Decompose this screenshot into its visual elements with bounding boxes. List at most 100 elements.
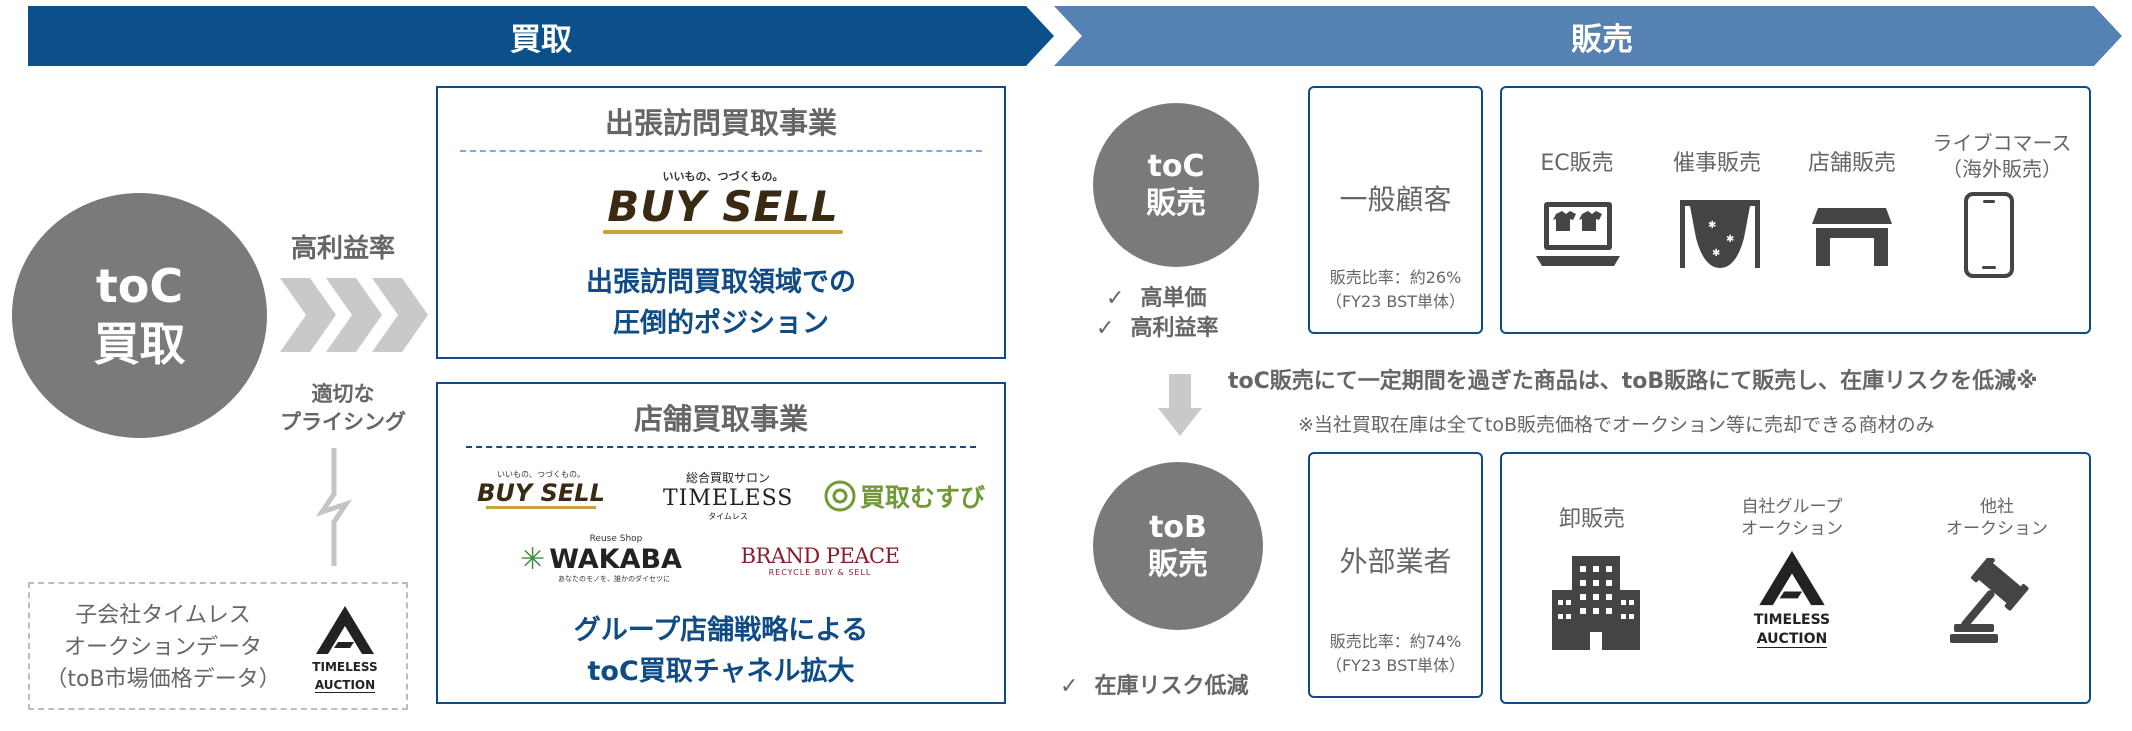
high-margin-label: 高利益率 [290, 234, 395, 264]
middle-note-footnote: ※当社買取在庫は全てtoB販売価格でオークション等に売却できる商材のみ [1298, 414, 1935, 436]
smartphone-icon [1964, 192, 2014, 278]
store-logo-wakaba: Reuse Shop ✳ WAKABA あなたのモノを、誰かのダイセツに [516, 534, 686, 584]
buysell-wordmark: BUY SELL [607, 182, 839, 231]
timeless-triangle-icon [1759, 550, 1825, 606]
subsidiary-line1: 子会社タイムレス [75, 603, 251, 628]
channel-live-label-2: （海外販売） [1942, 157, 2062, 181]
toc-buy-circle: toC 買取 [12, 193, 267, 438]
visit-desc-line2: 圧倒的ポジション [613, 308, 829, 339]
tob-timeless-auction-logo: TIMELESS AUCTION [1742, 548, 1842, 648]
office-building-icon [1552, 556, 1640, 650]
wakaba-row: ✳ WAKABA [516, 545, 686, 575]
check-high-margin-label: 高利益率 [1130, 316, 1219, 341]
channel-ec-label: EC販売 [1540, 151, 1614, 176]
timeless-top-text: 総合買取サロン [685, 471, 770, 485]
chevron-arrows-icon [280, 278, 428, 352]
wakaba-leaf-icon: ✳ [520, 542, 546, 577]
checkmark-icon: ✓ [1060, 674, 1079, 699]
timeless-triangle-icon [316, 606, 374, 654]
banner-buy: 買取 [28, 6, 1054, 66]
tob-customer-box: 外部業者 販売比率：約74% （FY23 BST単体） [1308, 452, 1483, 698]
channel-other-auction-label-1: 他社 [1980, 497, 2014, 517]
banner-sell: 販売 [1054, 6, 2122, 66]
subsidiary-line2: オークションデータ [63, 635, 262, 660]
tob-timeless-logo-line2: AUCTION [1756, 631, 1828, 648]
checkmark-icon: ✓ [1106, 286, 1125, 311]
channel-event: 催事販売 [1657, 150, 1777, 178]
channel-live: ライブコマース （海外販売） [1917, 130, 2087, 182]
channel-live-label-1: ライブコマース [1932, 131, 2072, 155]
down-arrow-icon [1158, 374, 1202, 436]
channel-event-label: 催事販売 [1672, 151, 1761, 176]
visit-buy-desc: 出張訪問買取領域での 圧倒的ポジション [438, 262, 1004, 344]
store-desc-line2: toC買取チャネル拡大 [587, 656, 855, 687]
svg-text:✱: ✱ [1708, 220, 1716, 231]
toc-buy-line1: toC [95, 259, 184, 313]
toc-sale-line1: toC [1147, 148, 1205, 184]
pricing-line1: 適切な [311, 382, 375, 406]
tob-customer-label: 外部業者 [1339, 545, 1452, 578]
toc-buy-line2: 買取 [93, 316, 186, 371]
visit-desc-line1: 出張訪問買取領域での [586, 267, 856, 298]
channel-store: 店舗販売 [1792, 150, 1912, 178]
musubi-wordmark: 買取むすび [860, 483, 986, 512]
bidirectional-link-icon [315, 448, 353, 566]
tob-sale-line2: 販売 [1148, 547, 1208, 582]
toc-ratio-note: （FY23 BST単体） [1325, 292, 1466, 311]
wakaba-sub-text: あなたのモノを、誰かのダイセツに [558, 575, 670, 583]
buysell-logo: いいもの、つづくもの。 BUY SELL [578, 170, 868, 234]
storefront-icon [1812, 208, 1892, 266]
visit-buy-box: 出張訪問買取事業 いいもの、つづくもの。 BUY SELL 出張訪問買取領域での… [436, 86, 1006, 359]
store-buysell-underline [486, 506, 596, 509]
store-buy-title: 店舗買取事業 [633, 402, 808, 436]
store-logo-timeless: 総合買取サロン TIMELESS タイムレス [663, 470, 793, 522]
laptop-icon [1536, 202, 1620, 266]
toc-sale-checks: ✓高単価 ✓高利益率 [1096, 284, 1296, 344]
timeless-logo-line1: TIMELESS [312, 660, 378, 674]
store-logo-brandpeace: BRAND PEACE RECYCLE BUY & SELL [730, 544, 910, 578]
channel-wholesale-label: 卸販売 [1558, 507, 1625, 532]
timeless-logo-line2: AUCTION [314, 678, 376, 693]
tob-sale-circle: toB 販売 [1093, 462, 1263, 630]
channel-wholesale: 卸販売 [1532, 506, 1652, 534]
channel-group-auction: 自社グループ オークション [1702, 496, 1882, 540]
tob-ratio-note: （FY23 BST単体） [1325, 656, 1466, 675]
visit-divider [460, 150, 982, 152]
store-desc-line1: グループ店舗戦略による [573, 615, 869, 646]
toc-customer-box: 一般顧客 販売比率：約26% （FY23 BST単体） [1308, 86, 1483, 334]
gavel-icon [1950, 558, 2029, 643]
store-buy-box: 店舗買取事業 いいもの、つづくもの。 BUY SELL 総合買取サロン TIME… [436, 382, 1006, 704]
toc-ratio: 販売比率：約26% （FY23 BST単体） [1310, 266, 1481, 314]
subsidiary-data-box: 子会社タイムレス オークションデータ （toB市場価格データ） TIMELESS… [28, 582, 408, 710]
check-high-price-label: 高単価 [1140, 286, 1207, 311]
pricing-line2: プライシング [280, 410, 406, 434]
event-booth-icon: ✱ ✱ ✱ [1680, 200, 1760, 268]
timeless-sub-text: タイムレス [708, 512, 748, 521]
brandpeace-wordmark: BRAND PEACE [740, 544, 900, 568]
buysell-tagline: いいもの、つづくもの。 [662, 170, 784, 183]
musubi-knot-icon [824, 480, 856, 512]
timeless-wordmark: TIMELESS [663, 486, 794, 511]
tob-ratio-value: 販売比率：約74% [1329, 632, 1462, 651]
store-logo-musubi: 買取むすび [824, 478, 994, 514]
subsidiary-text: 子会社タイムレス オークションデータ （toB市場価格データ） [36, 600, 290, 696]
tob-ratio: 販売比率：約74% （FY23 BST単体） [1310, 630, 1481, 678]
channel-group-auction-label-1: 自社グループ [1741, 497, 1843, 517]
brandpeace-sub-text: RECYCLE BUY & SELL [768, 568, 872, 577]
store-buysell-wordmark: BUY SELL [477, 479, 605, 507]
timeless-auction-logo: TIMELESS AUCTION [300, 604, 390, 693]
toc-sale-circle: toC 販売 [1093, 103, 1259, 267]
pricing-label: 適切な プライシング [258, 380, 428, 436]
toc-ratio-value: 販売比率：約26% [1329, 268, 1462, 287]
visit-buy-title: 出張訪問買取事業 [604, 106, 837, 140]
channel-ec: EC販売 [1512, 150, 1642, 178]
middle-note-main: toC販売にて一定期間を過ぎた商品は、toB販路にて販売し、在庫リスクを低減※ [1228, 369, 2038, 394]
store-divider [466, 446, 976, 448]
tob-sale-checks: ✓在庫リスク低減 [1060, 668, 1300, 700]
toc-sale-line2: 販売 [1146, 186, 1206, 221]
wakaba-wordmark: WAKABA [549, 544, 682, 575]
buysell-underline [603, 230, 843, 234]
toc-channels-box: EC販売 催事販売 ✱ ✱ ✱ 店舗販売 ライブコマース （海外販売） [1500, 86, 2091, 334]
tob-channels-box: 卸販売 自社グループ オークション TIMELESS AUCTION 他社 [1500, 452, 2091, 704]
tob-sale-line1: toB [1149, 509, 1207, 545]
